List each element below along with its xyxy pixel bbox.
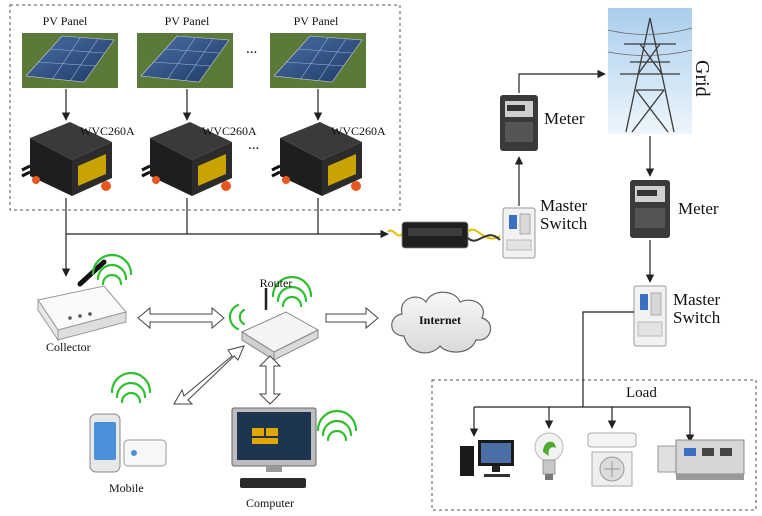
router-wifi-right-icon bbox=[271, 275, 313, 308]
router-mobile-link bbox=[173, 345, 245, 405]
inverter-label-2: WVC260A bbox=[202, 124, 257, 138]
master-switch-1 bbox=[502, 207, 536, 259]
meter-1 bbox=[500, 95, 538, 151]
air-conditioner-load bbox=[587, 432, 637, 487]
pv-panel-label-2: PV Panel bbox=[164, 14, 210, 28]
panel-ellipsis: ... bbox=[246, 41, 258, 57]
computer-device bbox=[231, 407, 317, 488]
load-boundary bbox=[431, 379, 757, 511]
inverter-3 bbox=[271, 122, 362, 196]
router-label: Router bbox=[259, 276, 293, 290]
pv-panel-label-1: PV Panel bbox=[42, 14, 88, 28]
industrial-machine-load bbox=[657, 439, 745, 480]
grid-label: Grid bbox=[691, 60, 713, 97]
light-bulb-load bbox=[534, 432, 564, 480]
inverter-ellipsis: ... bbox=[248, 137, 260, 153]
collector-device bbox=[37, 259, 127, 342]
pv-panel-3 bbox=[270, 33, 366, 88]
master-switch-label-2: Master Switch bbox=[673, 291, 720, 327]
mobile-label: Mobile bbox=[109, 481, 144, 495]
meter-label-2: Meter bbox=[678, 199, 719, 218]
mobile-device bbox=[89, 413, 167, 473]
computer-wifi-icon bbox=[316, 409, 358, 442]
collector-router-link bbox=[137, 306, 225, 330]
collector-wifi-icon bbox=[91, 253, 133, 286]
load-label: Load bbox=[626, 385, 657, 401]
master-switch-label-1-line2: Switch bbox=[540, 214, 588, 233]
router-internet-link bbox=[325, 306, 379, 330]
master-switch-label-1-line1: Master bbox=[540, 196, 588, 215]
ac-bus-lines bbox=[61, 198, 388, 277]
desktop-pc-load bbox=[460, 440, 514, 477]
computer-label: Computer bbox=[246, 496, 294, 510]
load-distribution-lines bbox=[469, 311, 695, 443]
internet-label: Internet bbox=[419, 313, 461, 327]
inverter-2 bbox=[141, 122, 232, 196]
master-switch-label-1: Master Switch bbox=[540, 197, 587, 233]
meter-2 bbox=[630, 180, 670, 238]
pv-array-boundary bbox=[9, 4, 401, 211]
master-switch-2 bbox=[633, 285, 667, 347]
grid-tower bbox=[607, 8, 693, 134]
router-computer-link bbox=[258, 355, 282, 405]
meter-to-grid-arrow bbox=[518, 69, 606, 93]
collector-label: Collector bbox=[46, 340, 91, 354]
inverter-label-1: WVC260A bbox=[80, 124, 135, 138]
inverter-label-3: WVC260A bbox=[331, 124, 386, 138]
pv-panel-1 bbox=[22, 33, 118, 88]
meter-label-1: Meter bbox=[544, 109, 585, 128]
internet-cloud-icon bbox=[391, 291, 492, 354]
pv-panel-2 bbox=[137, 33, 233, 88]
inverter-1 bbox=[21, 122, 112, 196]
master-switch-label-2-line2: Switch bbox=[673, 308, 721, 327]
power-line-filter bbox=[387, 221, 501, 249]
pv-panel-label-3: PV Panel bbox=[293, 14, 339, 28]
master-switch-label-2-line1: Master bbox=[673, 290, 721, 309]
mobile-wifi-icon bbox=[110, 371, 152, 404]
router-wifi-left-icon bbox=[228, 303, 246, 331]
